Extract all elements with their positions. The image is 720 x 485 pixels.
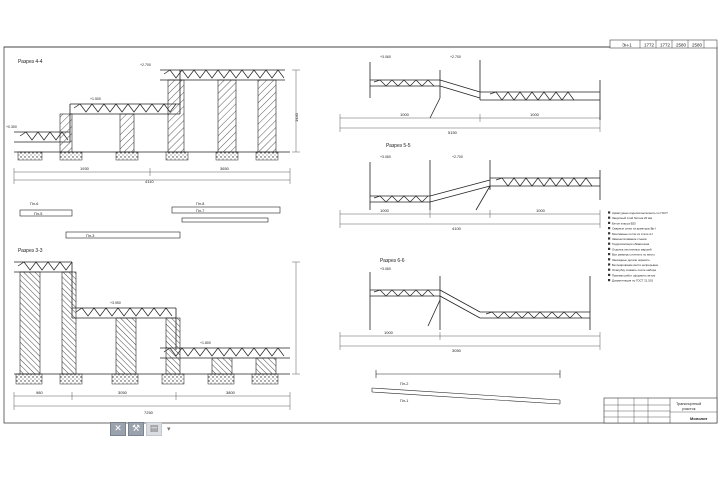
- note-line: Опалубку снимать после набора: [612, 268, 656, 272]
- section-3-3-title: Разрез 3-3: [18, 248, 43, 254]
- note-line: Отделка лестничных маршей: [612, 247, 652, 251]
- section-6-6-title: Разрез 6-6: [380, 258, 405, 264]
- stamp-code-1: Эн-1: [622, 43, 632, 48]
- note-bullet: [608, 279, 611, 282]
- elev-5-5-b: +2.700: [452, 155, 463, 159]
- dim-4-4-b: 3650: [220, 166, 230, 171]
- note-bullet: [608, 221, 611, 224]
- slab-label-mid-c: Пл-3: [86, 234, 94, 238]
- dim-6-6-a: 1000: [384, 330, 394, 335]
- note-bullet: [608, 268, 611, 271]
- section-5-5-title: Разрез 5-5: [386, 143, 411, 149]
- stamp-code-2: 1772: [644, 43, 655, 48]
- dim-5-5-b: 1000: [536, 208, 546, 213]
- top-stamp: Эн-1 1772 1772 2580 2580: [609, 39, 718, 49]
- dim-3-3-total: 7250: [144, 410, 154, 415]
- dim-3-3-b: 3050: [118, 390, 128, 395]
- note-line: Бетонирование вести непрерывно: [612, 263, 659, 267]
- slab-label-bottom-b: Пл-1: [400, 399, 408, 403]
- elev-4-4-a: +2.700: [140, 63, 151, 67]
- note-bullet: [608, 242, 611, 245]
- section-4-4-title: Разрез 4-4: [18, 59, 43, 65]
- title-line-1: Транспортный: [676, 402, 701, 406]
- slab-label-left-b: Пл-5: [34, 212, 42, 216]
- slab-label-bottom-a: Пл-2: [400, 382, 408, 386]
- note-line: Приемку работ оформить актом: [612, 273, 655, 277]
- title-line-2: участок: [682, 407, 696, 411]
- dim-ur-b: 1000: [530, 112, 540, 117]
- note-line: Арматурные изделия выполнять по ГОСТ: [612, 211, 668, 215]
- note-line: Закладные детали окрасить: [612, 258, 650, 262]
- note-line: Замоноличивание стыков: [612, 237, 647, 241]
- note-bullet: [608, 247, 611, 250]
- dim-5-5-total: 4100: [452, 226, 462, 231]
- dim-4-4-height: 1440: [294, 112, 299, 122]
- stamp-code-4: 2580: [676, 43, 687, 48]
- dim-3-3-a: 980: [36, 390, 43, 395]
- note-bullet: [608, 273, 611, 276]
- slab-label-mid-b: Пл-7: [196, 209, 204, 213]
- dim-5-5-a: 1000: [380, 208, 390, 213]
- dim-ur-a: 1000: [400, 112, 410, 117]
- note-bullet: [608, 253, 611, 256]
- elev-3-3-a: +3.950: [110, 301, 121, 305]
- elev-4-4-c: +0.300: [6, 125, 17, 129]
- slab-label-left-a: Пл-6: [30, 202, 38, 206]
- elev-4-4-b: +1.500: [90, 97, 101, 101]
- stamp-code-5: 2580: [692, 43, 703, 48]
- dim-3-3-c: 3800: [226, 390, 236, 395]
- note-line: Бетон класса В25: [612, 221, 636, 225]
- elev-5-5-a: +3.060: [380, 155, 391, 159]
- note-line: Гидроизоляция обмазочная: [612, 242, 650, 246]
- note-line: Документация по ГОСТ 21.501: [612, 279, 653, 283]
- title-code: Монолит: [690, 416, 708, 421]
- note-bullet: [608, 263, 611, 266]
- section-6-6: Разрез 6-6 1000 3050 +3.060: [339, 258, 601, 353]
- elev-ur-b: +2.700: [450, 55, 461, 59]
- note-bullet: [608, 232, 611, 235]
- viewer-toolbar: ✕ ⚒ ▤ ▾: [110, 422, 171, 436]
- note-line: Монтажные петли из стали А-I: [612, 232, 653, 236]
- dim-4-4-a: 1930: [80, 166, 90, 171]
- toolbar-dropdown-icon[interactable]: ▾: [167, 426, 171, 433]
- note-line: Защитный слой бетона 20 мм: [612, 216, 652, 220]
- elev-3-3-b: +1.800: [200, 341, 211, 345]
- dim-4-4-total: 4110: [145, 179, 154, 184]
- note-bullet: [608, 237, 611, 240]
- close-button[interactable]: ✕: [110, 422, 126, 436]
- section-4-4: Разрез 4-4: [6, 59, 300, 184]
- slab-details-left: [19, 206, 281, 239]
- section-5-5: Разрез 5-5 1000 1000 4100 +3.060: [339, 143, 601, 231]
- tools-button[interactable]: ⚒: [128, 422, 144, 436]
- notes-block: Арматурные изделия выполнять по ГОСТЗащи…: [608, 211, 668, 283]
- note-bullet: [608, 227, 611, 230]
- slab-label-mid-a: Пл-8: [196, 202, 204, 206]
- note-line: Сварные сетки из арматуры Вр-I: [612, 227, 656, 231]
- sheet-frame: [3, 46, 718, 424]
- dim-ur-total: 5150: [448, 130, 458, 135]
- sloped-slab-detail: [371, 370, 561, 405]
- note-line: Все размеры уточнить по месту: [612, 253, 655, 257]
- elev-6-6-a: +3.060: [380, 267, 391, 271]
- stamp-code-3: 1772: [660, 43, 671, 48]
- elev-ur-a: +3.060: [380, 55, 391, 59]
- section-3-3: Разрез 3-3: [13, 248, 300, 415]
- section-upper-right: 1000 1000 5150 +3.060 +2.700: [339, 55, 601, 135]
- page-button[interactable]: ▤: [146, 422, 162, 436]
- dim-6-6-total: 3050: [452, 348, 462, 353]
- note-bullet: [608, 258, 611, 261]
- note-bullet: [608, 211, 611, 214]
- note-bullet: [608, 216, 611, 219]
- title-block: Транспортный участок Монолит: [603, 397, 718, 424]
